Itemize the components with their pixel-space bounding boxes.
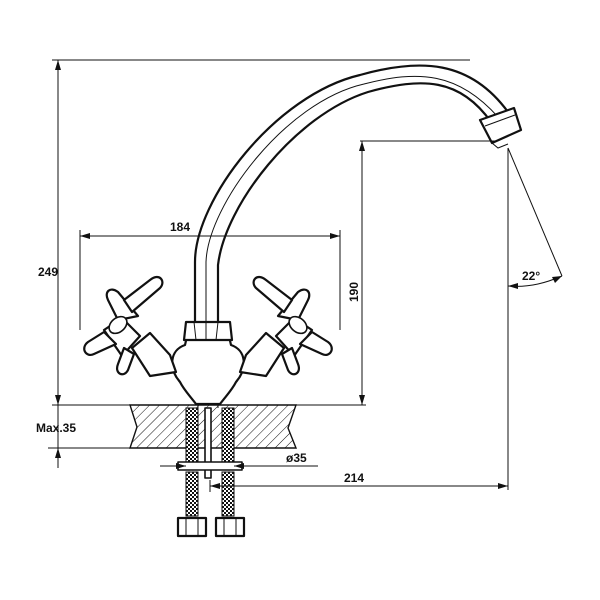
countertop-section [129, 404, 298, 449]
dimension-max-thickness: Max.35 [36, 405, 130, 468]
max-thickness-label: Max.35 [36, 421, 76, 435]
dimension-spout-angle: 22° [507, 147, 563, 490]
faucet-body [171, 320, 245, 408]
spout [193, 64, 523, 332]
spout-reach-label: 214 [344, 471, 364, 485]
spout-height-label: 190 [347, 282, 361, 302]
right-handle [238, 275, 333, 378]
dimension-spout-reach: 214 [209, 471, 508, 492]
total-height-label: 249 [38, 265, 58, 279]
left-handle [83, 275, 178, 378]
dimension-total-height: 249 [38, 59, 470, 406]
supply-hoses [176, 407, 246, 538]
hole-diameter-label: ø35 [286, 451, 307, 465]
spout-angle-label: 22° [522, 269, 540, 283]
dimension-hole-diameter: ø35 [160, 451, 318, 469]
handle-span-label: 184 [170, 220, 190, 234]
dimension-spout-height: 190 [296, 140, 495, 406]
dimension-handle-span: 184 [79, 220, 341, 330]
